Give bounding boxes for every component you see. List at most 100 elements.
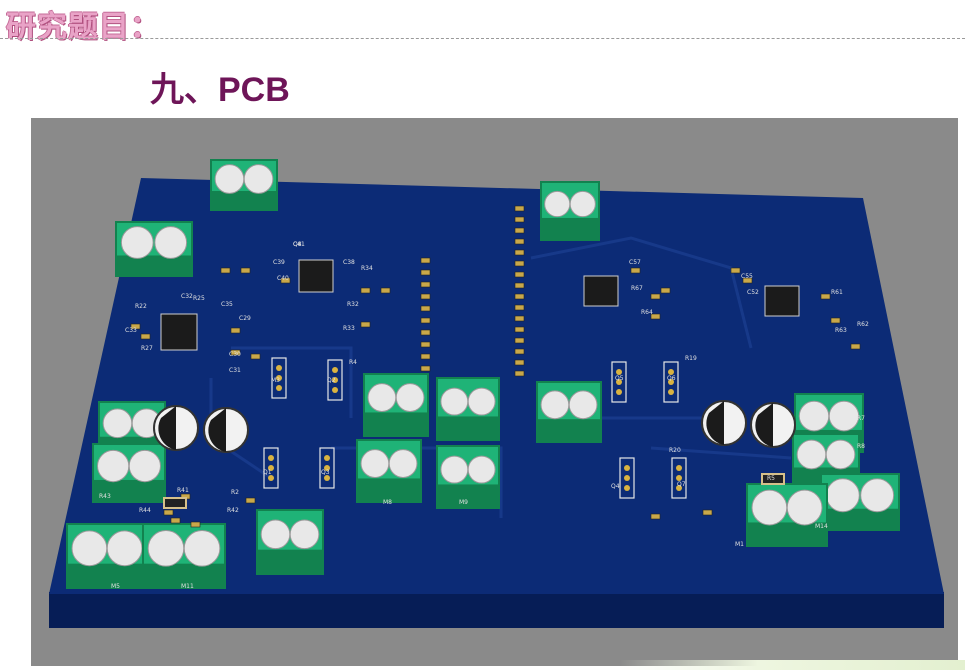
board-edge — [49, 592, 944, 628]
silkscreen-label: M9 — [459, 499, 468, 506]
silkscreen-label: C31 — [229, 367, 241, 374]
smd-component — [514, 348, 525, 355]
terminal-block — [66, 523, 148, 589]
smd-component — [514, 249, 525, 256]
terminal-block — [92, 443, 166, 503]
capacitors — [153, 400, 796, 453]
smd-component — [660, 287, 671, 294]
smd-component — [850, 343, 861, 350]
silkscreen-label: Q6 — [667, 375, 676, 382]
smd-component — [702, 509, 713, 516]
smd-component — [742, 277, 753, 284]
silkscreen-label: C39 — [273, 259, 285, 266]
smd-component — [514, 216, 525, 223]
terminal-block — [746, 483, 828, 547]
smd-component — [650, 313, 661, 320]
smd-component — [163, 509, 174, 516]
silkscreen-label: R64 — [641, 309, 653, 316]
smd-component — [230, 349, 241, 356]
smd-component — [420, 269, 431, 276]
silkscreen-label: R32 — [347, 301, 359, 308]
smd-component — [630, 267, 641, 274]
smd-component — [420, 341, 431, 348]
silkscreen-label: R22 — [135, 303, 147, 310]
silkscreen-label: R62 — [857, 321, 869, 328]
smd-component — [514, 326, 525, 333]
terminal-block — [540, 181, 600, 241]
smd-component — [420, 365, 431, 372]
silkscreen-label: R27 — [141, 345, 153, 352]
silkscreen-label: Q3 — [321, 469, 330, 476]
smd-component — [514, 271, 525, 278]
smd-component — [380, 287, 391, 294]
silkscreen-label: R61 — [831, 289, 843, 296]
silkscreen-label: Q4 — [611, 483, 620, 490]
smd-component — [830, 317, 841, 324]
smd-component — [420, 305, 431, 312]
silkscreen-label: C35 — [221, 301, 233, 308]
smd-component — [240, 267, 251, 274]
silkscreen-label: M11 — [181, 583, 194, 590]
silkscreen-label: C33 — [125, 327, 137, 334]
silkscreen-label: Q7 — [677, 481, 686, 488]
silkscreen-label: C57 — [629, 259, 641, 266]
silkscreen-label: C32 — [181, 293, 193, 300]
silkscreen-label: C30 — [229, 351, 241, 358]
smd-component — [190, 521, 201, 528]
terminal-block — [115, 221, 193, 277]
terminal-block — [820, 473, 900, 531]
silkscreen-label: R67 — [631, 285, 643, 292]
smd-component — [730, 267, 741, 274]
smd-component — [514, 304, 525, 311]
decorative-strip — [620, 660, 965, 670]
silkscreen-label: M3 — [271, 377, 280, 384]
slide-heading: 九、PCB — [150, 71, 290, 109]
silkscreen-label: Q8 — [293, 241, 302, 248]
silkscreen-label: C55 — [741, 273, 753, 280]
terminal-block — [363, 373, 429, 437]
smd-component — [514, 260, 525, 267]
silkscreen-label: R8 — [857, 443, 865, 450]
silkscreen-label: R5 — [767, 475, 775, 482]
terminal-block — [436, 445, 500, 509]
smd-component — [220, 267, 231, 274]
silkscreen-label: C41 — [293, 241, 305, 248]
smd-component — [514, 227, 525, 234]
header-title: 研究题目： — [6, 10, 161, 45]
smd-component — [514, 205, 525, 212]
smd-component — [514, 315, 525, 322]
smd-component — [420, 353, 431, 360]
silkscreen-label: C38 — [343, 259, 355, 266]
smd-component — [420, 281, 431, 288]
terminal-block — [436, 377, 500, 441]
smd-component — [420, 317, 431, 324]
silkscreen-label: R34 — [361, 265, 373, 272]
silkscreen-label: R44 — [139, 507, 151, 514]
silkscreen-label: R25 — [193, 295, 205, 302]
resistor-r5 — [761, 473, 785, 485]
terminal-block — [536, 381, 602, 443]
terminal-block — [256, 509, 324, 575]
silkscreen-label: C29 — [239, 315, 251, 322]
smd-component — [514, 293, 525, 300]
silkscreen-label: Q5 — [615, 375, 624, 382]
smd-component — [245, 497, 256, 504]
silkscreen-label: R20 — [669, 447, 681, 454]
smd-component — [820, 293, 831, 300]
smd-component — [420, 257, 431, 264]
silkscreen-label: R2 — [231, 489, 239, 496]
smd-component — [360, 321, 371, 328]
smd-component — [230, 327, 241, 334]
silkscreen-label: R19 — [685, 355, 697, 362]
resistor-r41 — [163, 497, 187, 509]
smd-component — [250, 353, 261, 360]
smd-component — [420, 329, 431, 336]
smd-component — [130, 323, 141, 330]
silkscreen-label: Q1 — [263, 469, 272, 476]
header-rule — [0, 38, 965, 39]
smd-component — [170, 517, 181, 524]
terminal-block — [210, 159, 278, 211]
smd-component — [420, 293, 431, 300]
